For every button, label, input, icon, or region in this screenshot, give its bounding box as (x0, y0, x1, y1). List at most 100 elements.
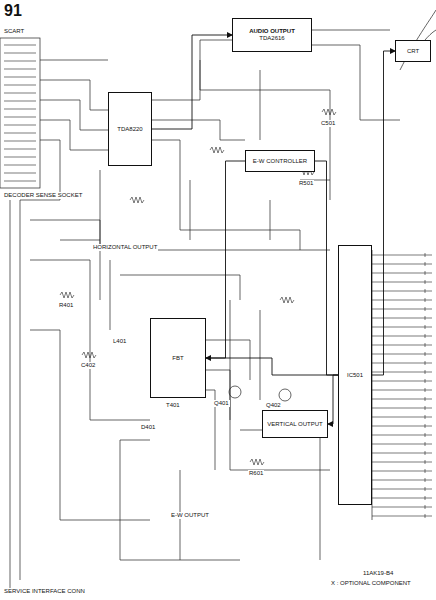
wire (4, 93, 36, 94)
schematic-label: R601 (248, 470, 264, 477)
wire (4, 133, 36, 134)
wire (4, 45, 36, 46)
wire (372, 444, 432, 445)
wire (4, 61, 36, 62)
wire (425, 415, 426, 419)
wire (372, 435, 432, 436)
schematic-label: L401 (112, 338, 127, 345)
node-text: TDA2616 (236, 35, 308, 42)
schematic-label: Q402 (265, 402, 282, 409)
wire (425, 379, 426, 383)
wire (425, 388, 426, 392)
wire (425, 289, 426, 293)
resistor-symbol (60, 292, 74, 298)
wire (372, 489, 432, 490)
wire (372, 417, 432, 418)
schematic-label: C501 (320, 120, 336, 127)
wire (425, 343, 426, 347)
resistor-symbol (322, 109, 336, 115)
node-text: VERTICAL OUTPUT (266, 421, 324, 428)
wire (372, 309, 432, 310)
schematic-label: X : OPTIONAL COMPONENT (330, 580, 412, 587)
wire (425, 505, 426, 509)
signal-wire (206, 161, 245, 358)
schematic-label: DECODER SENSE SOCKET (3, 192, 83, 199)
wire (425, 469, 426, 473)
wire (372, 273, 432, 274)
wire (4, 77, 36, 78)
wire (372, 336, 432, 337)
wire (372, 408, 432, 409)
wire (4, 165, 36, 166)
node-text: TDA8220 (112, 126, 148, 133)
ic-box: TDA8220 (108, 92, 152, 166)
wire (425, 298, 426, 302)
schematic-label: SERVICE INTERFACE CONN (3, 588, 86, 595)
wire (372, 354, 432, 355)
wire (425, 442, 426, 446)
ic-box: VERTICAL OUTPUT (262, 410, 328, 438)
wire (425, 397, 426, 401)
wire (372, 345, 432, 346)
crt-socket: CRT (395, 40, 431, 62)
wire (372, 390, 432, 391)
wire (372, 372, 432, 373)
wire (372, 516, 432, 517)
wire (425, 262, 426, 266)
signal-wire (328, 375, 338, 424)
wire (372, 363, 432, 364)
wire (425, 460, 426, 464)
wire (425, 514, 426, 518)
wire (372, 282, 432, 283)
wire (4, 141, 36, 142)
wire (425, 352, 426, 356)
schematic-label: R401 (58, 302, 74, 309)
wire (425, 280, 426, 284)
resistor-symbol (210, 147, 224, 153)
wire (4, 181, 36, 182)
wire (425, 478, 426, 482)
wire (4, 173, 36, 174)
wire (425, 487, 426, 491)
wire (4, 117, 36, 118)
wire (4, 149, 36, 150)
wire (425, 334, 426, 338)
wire (425, 424, 426, 428)
schematic-label: Q401 (213, 400, 230, 407)
wire (372, 327, 432, 328)
wire (372, 300, 432, 301)
ic-box: IC501 (338, 245, 372, 505)
resistor-symbol (280, 297, 294, 303)
wire (372, 426, 432, 427)
wire (4, 157, 36, 158)
signal-wire (315, 161, 338, 375)
wire (425, 361, 426, 365)
controller-box: E-W CONTROLLER (245, 150, 315, 172)
wire (425, 316, 426, 320)
schematic-label: E-W OUTPUT (170, 512, 210, 519)
schematic-label: HORIZONTAL OUTPUT (92, 244, 158, 251)
schematic-label: D401 (140, 424, 156, 431)
wire (372, 264, 432, 265)
wire (4, 125, 36, 126)
node-text: AUDIO OUTPUT (236, 28, 308, 35)
schematic-label: R501 (298, 180, 314, 187)
wire (425, 325, 426, 329)
wire (425, 271, 426, 275)
wire (4, 53, 36, 54)
wire (372, 453, 432, 454)
wire (4, 85, 36, 86)
resistor-symbol (82, 352, 96, 358)
wire (4, 101, 36, 102)
wire (425, 433, 426, 437)
wire (425, 496, 426, 500)
wire (4, 109, 36, 110)
wire (372, 291, 432, 292)
wire (372, 480, 432, 481)
wire (372, 318, 432, 319)
schematic-label: SCART (3, 28, 25, 35)
wire (372, 507, 432, 508)
resistor-symbol (130, 197, 144, 203)
wire (425, 406, 426, 410)
node-text: CRT (399, 48, 427, 55)
